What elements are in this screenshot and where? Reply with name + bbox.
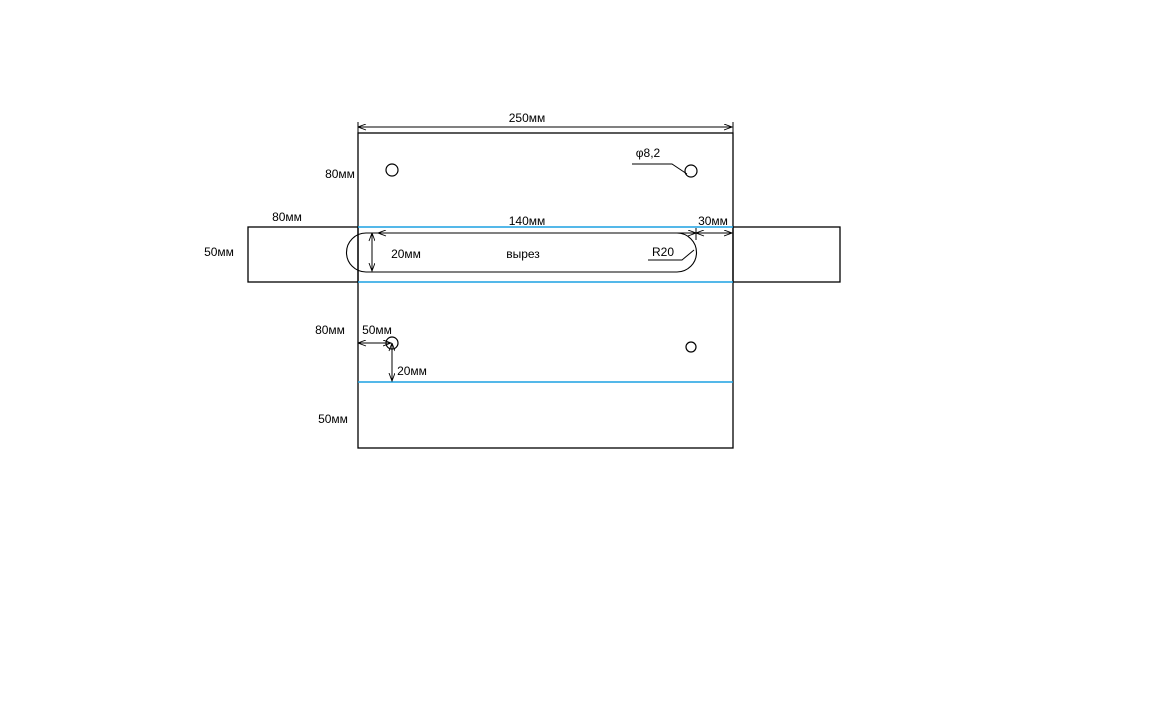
cutout-slot-shape xyxy=(346,232,697,273)
right-flap-outline xyxy=(732,226,841,283)
overall-width-dim: 250мм xyxy=(509,111,546,125)
left-flap-width-label: 80мм xyxy=(272,210,302,224)
hole-diameter-leader xyxy=(632,163,688,175)
cutout-height-dim: 20мм xyxy=(391,247,421,261)
hole-offset-x-dim: 50мм xyxy=(362,323,392,337)
cutout-radius-leader xyxy=(648,249,695,261)
cutout-length-dim: 140мм xyxy=(509,214,546,228)
main-body-outline xyxy=(357,132,734,449)
left-flap-height-label: 50мм xyxy=(204,245,234,259)
top-left-hole xyxy=(385,163,399,177)
top-band-height-label: 80мм xyxy=(325,167,355,181)
cutout-radius-label: R20 xyxy=(652,245,674,259)
top-right-hole xyxy=(684,164,698,178)
bottom-right-hole xyxy=(685,341,697,353)
hole-offset-y-dim: 20мм xyxy=(397,364,427,378)
bottom-band-height-label: 50мм xyxy=(318,412,348,426)
cutout-right-margin-dim: 30мм xyxy=(698,214,728,228)
hole-diameter-callout: φ8,2 xyxy=(636,146,661,160)
left-flap-outline xyxy=(247,226,359,283)
lower-band-height-label: 80мм xyxy=(315,323,345,337)
cutout-name-label: вырез xyxy=(506,247,540,261)
